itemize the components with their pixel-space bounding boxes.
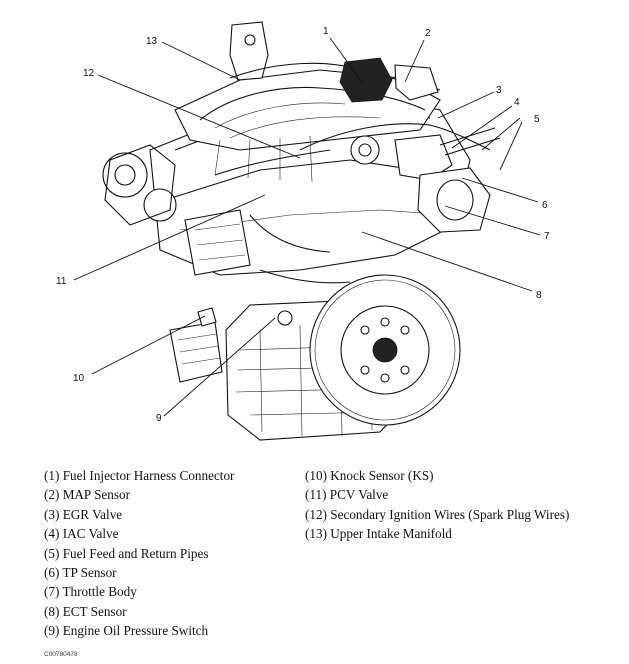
callout-6: 6 bbox=[542, 200, 548, 211]
leader-line-3 bbox=[437, 91, 495, 119]
callout-numbers: 1 2 3 4 5 6 7 8 9 10 11 12 13 bbox=[56, 26, 550, 424]
leader-line-1 bbox=[329, 37, 363, 83]
leader-line-12 bbox=[97, 74, 301, 159]
legend-item: (5) Fuel Feed and Return Pipes bbox=[44, 545, 209, 561]
legend-item: (3) EGR Valve bbox=[44, 506, 123, 522]
engine-illustration bbox=[102, 21, 501, 441]
legend-item: (8) ECT Sensor bbox=[44, 603, 127, 619]
engine-component-diagram: 1 2 3 4 5 6 7 8 9 10 11 12 13 bbox=[56, 21, 550, 441]
legend-item: (12) Secondary Ignition Wires (Spark Plu… bbox=[305, 506, 570, 522]
callout-10: 10 bbox=[73, 373, 85, 384]
legend-left-column: (1) Fuel Injector Harness Connector (2) … bbox=[44, 466, 234, 641]
leader-line-11 bbox=[73, 194, 266, 281]
callout-9: 9 bbox=[156, 413, 162, 424]
legend-right-column: (10) Knock Sensor (KS) (11) PCV Valve (1… bbox=[305, 466, 569, 544]
callout-11: 11 bbox=[56, 276, 67, 287]
callout-1: 1 bbox=[323, 26, 329, 37]
legend-item: (2) MAP Sensor bbox=[44, 487, 130, 503]
callout-7: 7 bbox=[544, 231, 550, 242]
legend-item: (13) Upper Intake Manifold bbox=[305, 526, 452, 542]
leader-line-5b bbox=[499, 121, 523, 171]
legend-item: (6) TP Sensor bbox=[44, 565, 117, 581]
callout-8: 8 bbox=[536, 290, 542, 301]
leader-line-7 bbox=[444, 205, 541, 236]
callout-2: 2 bbox=[425, 28, 431, 39]
leader-line-13 bbox=[161, 41, 241, 81]
leader-lines bbox=[73, 37, 541, 417]
callout-13: 13 bbox=[146, 36, 158, 47]
legend-item: (1) Fuel Injector Harness Connector bbox=[44, 468, 235, 483]
leader-line-9 bbox=[163, 317, 276, 417]
image-reference-code: C00780478 bbox=[44, 651, 78, 658]
leader-line-4 bbox=[451, 105, 513, 149]
legend-item: (11) PCV Valve bbox=[305, 487, 389, 503]
callout-4: 4 bbox=[514, 97, 520, 108]
legend-item: (7) Throttle Body bbox=[44, 584, 137, 600]
leader-line-2 bbox=[404, 39, 425, 83]
legend-item: (9) Engine Oil Pressure Switch bbox=[44, 623, 209, 639]
callout-5: 5 bbox=[534, 114, 540, 125]
legend-item: (10) Knock Sensor (KS) bbox=[305, 468, 434, 483]
callout-12: 12 bbox=[83, 68, 95, 79]
leader-line-5a bbox=[481, 117, 521, 151]
leader-line-10 bbox=[91, 315, 206, 375]
legend-item: (4) IAC Valve bbox=[44, 526, 119, 542]
leader-line-6 bbox=[461, 177, 539, 203]
leader-line-8 bbox=[361, 231, 533, 292]
callout-3: 3 bbox=[496, 85, 502, 96]
